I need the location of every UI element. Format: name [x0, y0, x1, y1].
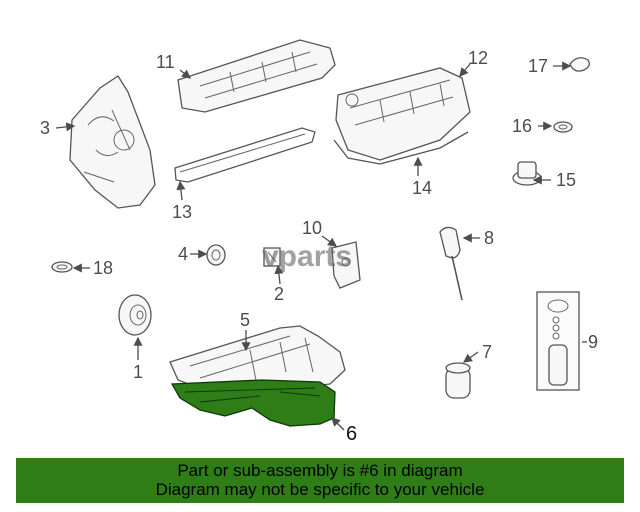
callout-3[interactable]: 3 [40, 118, 50, 138]
callout-16[interactable]: 16 [512, 116, 532, 136]
callout-13[interactable]: 13 [172, 202, 192, 222]
callout-15[interactable]: 15 [556, 170, 576, 190]
valve-cover-gasket-part[interactable] [174, 127, 316, 183]
crankshaft-seal-part[interactable] [206, 244, 226, 266]
notice-line-disclaimer: Diagram may not be specific to your vehi… [155, 480, 485, 499]
callout-14[interactable]: 14 [412, 178, 432, 198]
callout-9[interactable]: 9 [588, 332, 598, 352]
callout-1[interactable]: 1 [133, 362, 143, 382]
callout-6[interactable]: 6 [346, 423, 357, 445]
callout-7[interactable]: 7 [482, 342, 492, 362]
diagram-notice-banner: Part or sub-assembly is #6 in diagram Di… [16, 458, 624, 503]
callout-4[interactable]: 4 [178, 244, 188, 264]
callout-12[interactable]: 12 [468, 48, 488, 68]
callout-10[interactable]: 10 [302, 218, 322, 238]
filter-kit-part[interactable] [536, 291, 580, 391]
callout-11[interactable]: 11 [156, 52, 175, 72]
watermark: vparts [262, 240, 352, 273]
sensor-part[interactable] [263, 247, 281, 267]
seal-ring-part[interactable] [553, 121, 573, 133]
filler-neck-part[interactable] [512, 161, 542, 186]
oil-filter-part[interactable] [445, 362, 471, 399]
leader-lines [55, 61, 587, 431]
callout-2[interactable]: 2 [274, 284, 284, 304]
timing-cover-part[interactable] [69, 75, 156, 209]
dipstick-part[interactable] [439, 226, 463, 301]
pulley-part[interactable] [118, 294, 152, 336]
callout-18[interactable]: 18 [93, 258, 113, 278]
bracket-part[interactable] [331, 241, 361, 289]
valve-cover-gasket-right-part[interactable] [333, 131, 469, 165]
cap-part[interactable] [569, 57, 590, 72]
callout-8[interactable]: 8 [484, 228, 494, 248]
valve-cover-left-part[interactable] [177, 39, 336, 113]
callout-17[interactable]: 17 [528, 56, 548, 76]
notice-line-part-number: Part or sub-assembly is #6 in diagram [177, 461, 463, 480]
valve-cover-right-part[interactable] [335, 67, 471, 161]
callout-5[interactable]: 5 [240, 310, 250, 330]
o-ring-part[interactable] [51, 261, 73, 273]
oil-pan-highlighted-part[interactable] [170, 379, 336, 427]
